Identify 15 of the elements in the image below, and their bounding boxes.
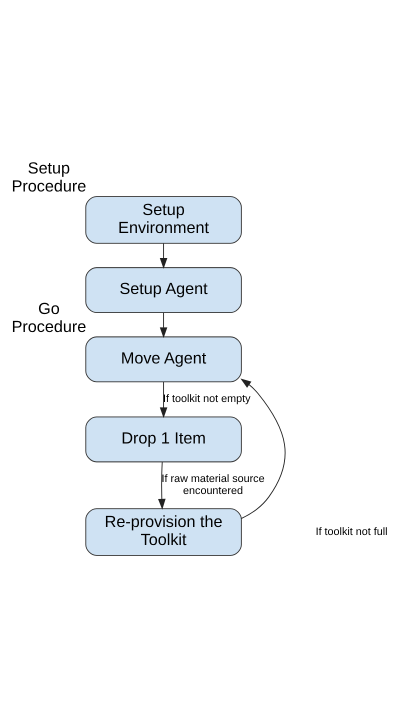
node-box: Move Agent	[85, 336, 242, 382]
node-box: Setup Environment	[85, 196, 242, 244]
node-label: Setup Procedure	[12, 159, 86, 196]
arrow	[240, 378, 286, 518]
arrow	[160, 381, 168, 418]
label: If toolkit not full	[316, 525, 388, 538]
edge-label: If raw material source encountered	[162, 472, 265, 496]
node-label: Go Procedure	[12, 299, 86, 336]
arrow	[158, 461, 166, 510]
node-box: Drop 1 Item	[85, 416, 242, 462]
node-box: Re-provision the Toolkit	[85, 508, 242, 556]
node-box: Setup Agent	[85, 266, 242, 313]
arrow	[160, 242, 168, 268]
edge-label: If toolkit not empty	[163, 392, 250, 405]
arrow	[160, 312, 168, 338]
